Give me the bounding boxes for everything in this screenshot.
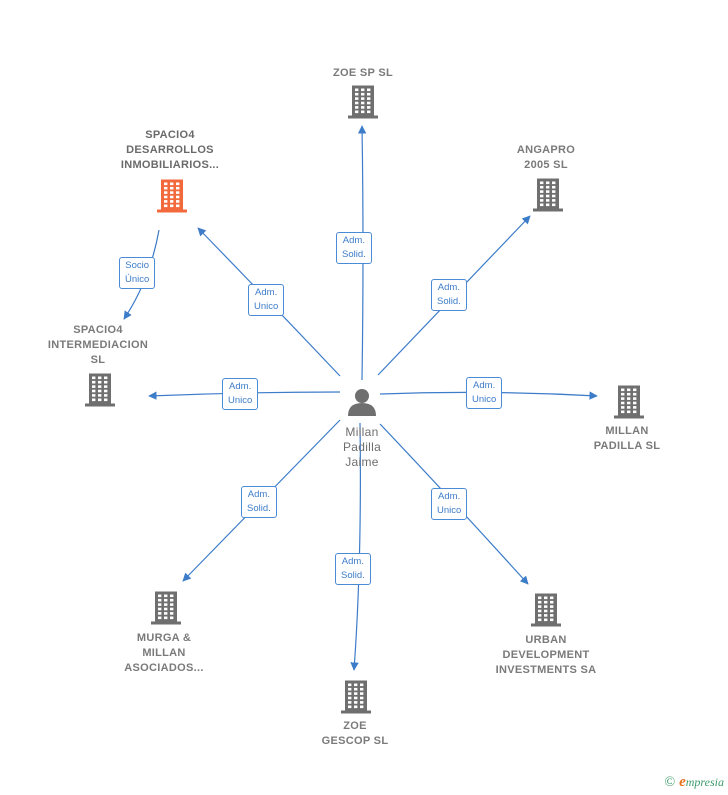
building-icon[interactable] [614,385,644,419]
edge-label-spacio4-intermediacion[interactable]: Socio Único [119,257,156,289]
node-label-zoe-gescop[interactable]: ZOE GESCOP SL [321,720,389,747]
center-node-label[interactable]: Millan Padilla Jaime [342,425,382,469]
node-label-murga[interactable]: MURGA & MILLAN ASOCIADOS... [124,632,204,674]
edge-label-spacio4-desarrollos[interactable]: Adm. Unico [248,284,285,316]
node-label-urban[interactable]: URBAN DEVELOPMENT INVESTMENTS SA [495,634,597,676]
edge-label-urban[interactable]: Adm. Unico [431,488,468,520]
node-label-millan-padilla[interactable]: MILLAN PADILLA SL [593,425,661,452]
edge-label-angapro[interactable]: Adm. Solid. [431,279,467,311]
node-label-zoe-sp[interactable]: ZOE SP SL [333,67,393,79]
person-icon[interactable] [348,389,376,416]
brand-initial: e [679,774,686,790]
edge-label-murga[interactable]: Adm. Solid. [241,486,277,518]
building-icon[interactable] [533,178,563,212]
building-icon[interactable] [531,593,561,627]
node-label-angapro[interactable]: ANGAPRO 2005 SL [516,144,576,171]
edge-label-millan-padilla[interactable]: Adm. Unico [466,377,503,409]
building-icon[interactable] [341,680,371,714]
building-icon[interactable] [157,179,187,213]
building-icon[interactable] [151,591,181,625]
node-label-spacio4-intermediacion[interactable]: SPACIO4 INTERMEDIACION SL [47,324,149,366]
brand-name: mpresia [685,775,724,789]
node-label-spacio4-desarrollos[interactable]: SPACIO4 DESARROLLOS INMOBILIARIOS... [120,129,220,171]
edge-label-zoe-gescop[interactable]: Adm. Solid. [335,553,371,585]
edge-label-zoe-sp[interactable]: Adm. Solid. [336,232,372,264]
edge-label-spacio4-intermediacion[interactable]: Adm. Unico [222,378,259,410]
building-icon[interactable] [348,85,378,119]
building-icon[interactable] [85,373,115,407]
brand-logo[interactable]: ©empresia [664,774,724,791]
copyright-symbol: © [664,775,676,790]
